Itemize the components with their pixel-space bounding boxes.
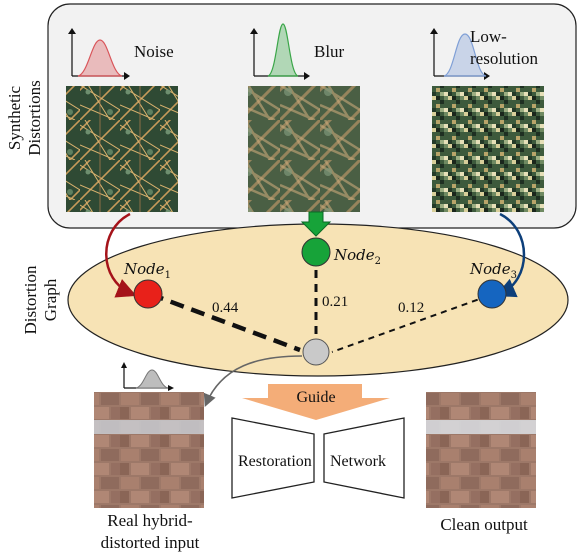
center-node — [302, 338, 330, 366]
blur-image — [248, 86, 360, 212]
edge-node1-center — [149, 291, 301, 353]
output-label: Clean output — [440, 515, 528, 534]
input-image-step — [94, 420, 204, 434]
weight-node2: 0.21 — [322, 294, 348, 310]
node2-circle — [301, 237, 331, 267]
noise-label: Noise — [134, 42, 174, 61]
noise-image — [66, 86, 178, 212]
edge-node3-center — [331, 295, 489, 353]
noise-to-node1-arrow — [105, 212, 137, 298]
input-label-line1: Real hybrid- — [107, 511, 193, 530]
output-image-step — [426, 420, 536, 434]
synthetic-title-line1: Synthetic — [5, 85, 24, 150]
noise-distribution-icon — [68, 28, 130, 80]
network-encoder — [231, 417, 315, 499]
weight-node3: 0.12 — [398, 300, 424, 316]
node3-label: Node3 — [469, 260, 517, 281]
node1-circle — [133, 279, 163, 309]
network-label-left: Restoration — [238, 453, 312, 470]
graph-title-line1: Distortion — [21, 265, 40, 334]
node3-circle — [477, 279, 507, 309]
input-to-center-arrow — [203, 355, 303, 407]
network-decoder — [323, 417, 405, 499]
lowres-label-line2: resolution — [470, 49, 538, 68]
guide-label: Guide — [296, 389, 335, 406]
input-image — [94, 392, 204, 508]
input-distribution-icon — [121, 362, 174, 391]
input-label-line2: distorted input — [101, 533, 200, 552]
node1-label: Node1 — [123, 260, 171, 281]
node2-label: Node2 — [333, 246, 381, 267]
blur-distribution-icon — [250, 23, 310, 80]
guide-arrow — [242, 384, 390, 420]
network-label-right: Network — [330, 453, 386, 470]
lowres-distribution-icon — [430, 28, 490, 80]
graph-title-line2: Graph — [41, 278, 60, 321]
blur-label: Blur — [314, 42, 345, 61]
weight-node1: 0.44 — [212, 300, 239, 316]
synthetic-title-line2: Distortions — [25, 80, 44, 156]
lowres-label-line1: Low- — [470, 27, 507, 46]
lowres-to-node3-arrow — [495, 212, 526, 298]
output-image — [426, 392, 536, 508]
blur-to-node2-arrow — [300, 211, 332, 237]
lowres-image — [432, 86, 544, 212]
